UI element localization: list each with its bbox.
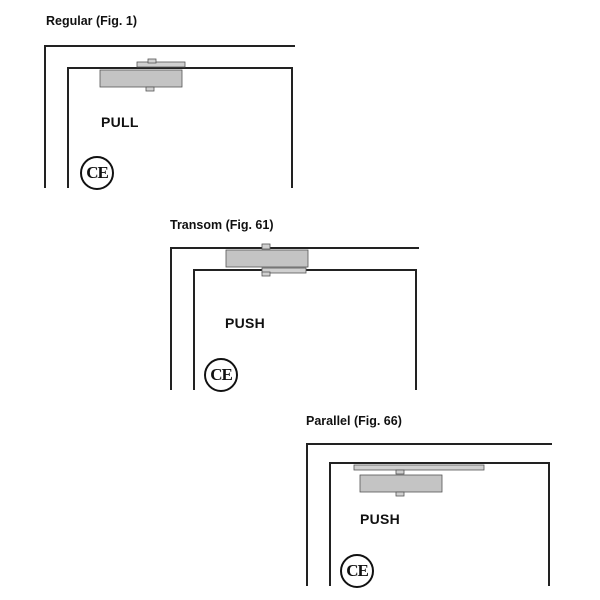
- ce-mark-icon: CE: [80, 156, 114, 190]
- action-label-transom: PUSH: [225, 315, 266, 331]
- figure-title-regular: Regular (Fig. 1): [46, 14, 137, 28]
- figure-title-parallel: Parallel (Fig. 66): [306, 414, 402, 428]
- ce-mark-text: CE: [210, 365, 233, 384]
- figure-title-transom: Transom (Fig. 61): [170, 218, 274, 232]
- action-label-regular: PULL: [101, 114, 139, 130]
- ce-mark-icon: CE: [204, 358, 238, 392]
- ce-mark-text: CE: [346, 561, 369, 580]
- ce-mark-text: CE: [86, 163, 109, 182]
- ce-mark-icon: CE: [340, 554, 374, 588]
- action-label-parallel: PUSH: [360, 511, 401, 527]
